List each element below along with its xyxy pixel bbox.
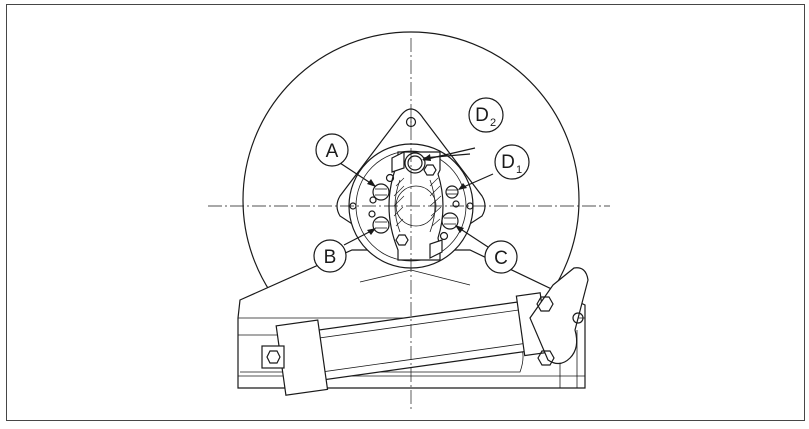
label-d2-text: D (475, 105, 489, 126)
label-c-circle (484, 240, 518, 274)
label-d1-subscript: 1 (516, 164, 522, 176)
label-d1: D 1 (494, 144, 530, 180)
hub-hex-top-icon (423, 164, 437, 176)
label-c: C (484, 240, 518, 274)
arrow-a-icon (367, 179, 376, 187)
bolt-b-pin (368, 210, 376, 218)
cylinder-line-top (282, 307, 531, 344)
bolt-c-washer (439, 231, 449, 241)
left-hex-icon (266, 350, 281, 364)
label-d1-text: D (501, 152, 515, 173)
hatch-left (393, 177, 405, 227)
leader-lines (339, 147, 494, 248)
label-d2-circle (468, 97, 504, 133)
hub-hex-bottom-icon (395, 234, 409, 246)
arrow-b-icon (367, 228, 376, 235)
bolt-a (372, 183, 390, 201)
label-d2-subscript: 2 (490, 117, 496, 129)
leader-d2-upper (422, 147, 476, 161)
lever-lower-hex-icon (537, 350, 555, 366)
arrow-d2-icon (422, 154, 431, 161)
bolt-d1-pin (452, 200, 460, 208)
arrow-c-icon (455, 225, 464, 233)
bolt-c (441, 212, 459, 230)
label-d1-circle (494, 144, 530, 180)
top-center-bolt-inner (407, 155, 423, 171)
leader-d2 (422, 153, 471, 159)
bolt-a-washer (385, 173, 395, 183)
lever-upper-hex-icon (536, 296, 554, 312)
label-b-circle (313, 239, 347, 273)
drawing-border (6, 4, 805, 421)
left-hex-nut (261, 345, 285, 369)
bolt-d1 (445, 185, 459, 199)
lever-pivot-hole (572, 312, 584, 324)
hatch-right (429, 177, 442, 227)
label-a: A (315, 133, 349, 167)
hatched-arcs (393, 177, 442, 227)
label-a-text: A (326, 141, 339, 162)
bolt-b (372, 216, 390, 234)
bolt-a-pin (369, 196, 377, 204)
label-a-circle (315, 133, 349, 167)
label-b: B (313, 239, 347, 273)
label-b-text: B (324, 247, 337, 268)
lever-arm (529, 267, 589, 365)
label-d2: D 2 (468, 97, 504, 133)
bracket-lower-tab (429, 239, 443, 259)
label-c-text: C (494, 248, 508, 269)
arrow-d1-icon (458, 183, 467, 190)
left-nut-block (261, 345, 285, 369)
bracket-upper-tab (391, 151, 405, 173)
